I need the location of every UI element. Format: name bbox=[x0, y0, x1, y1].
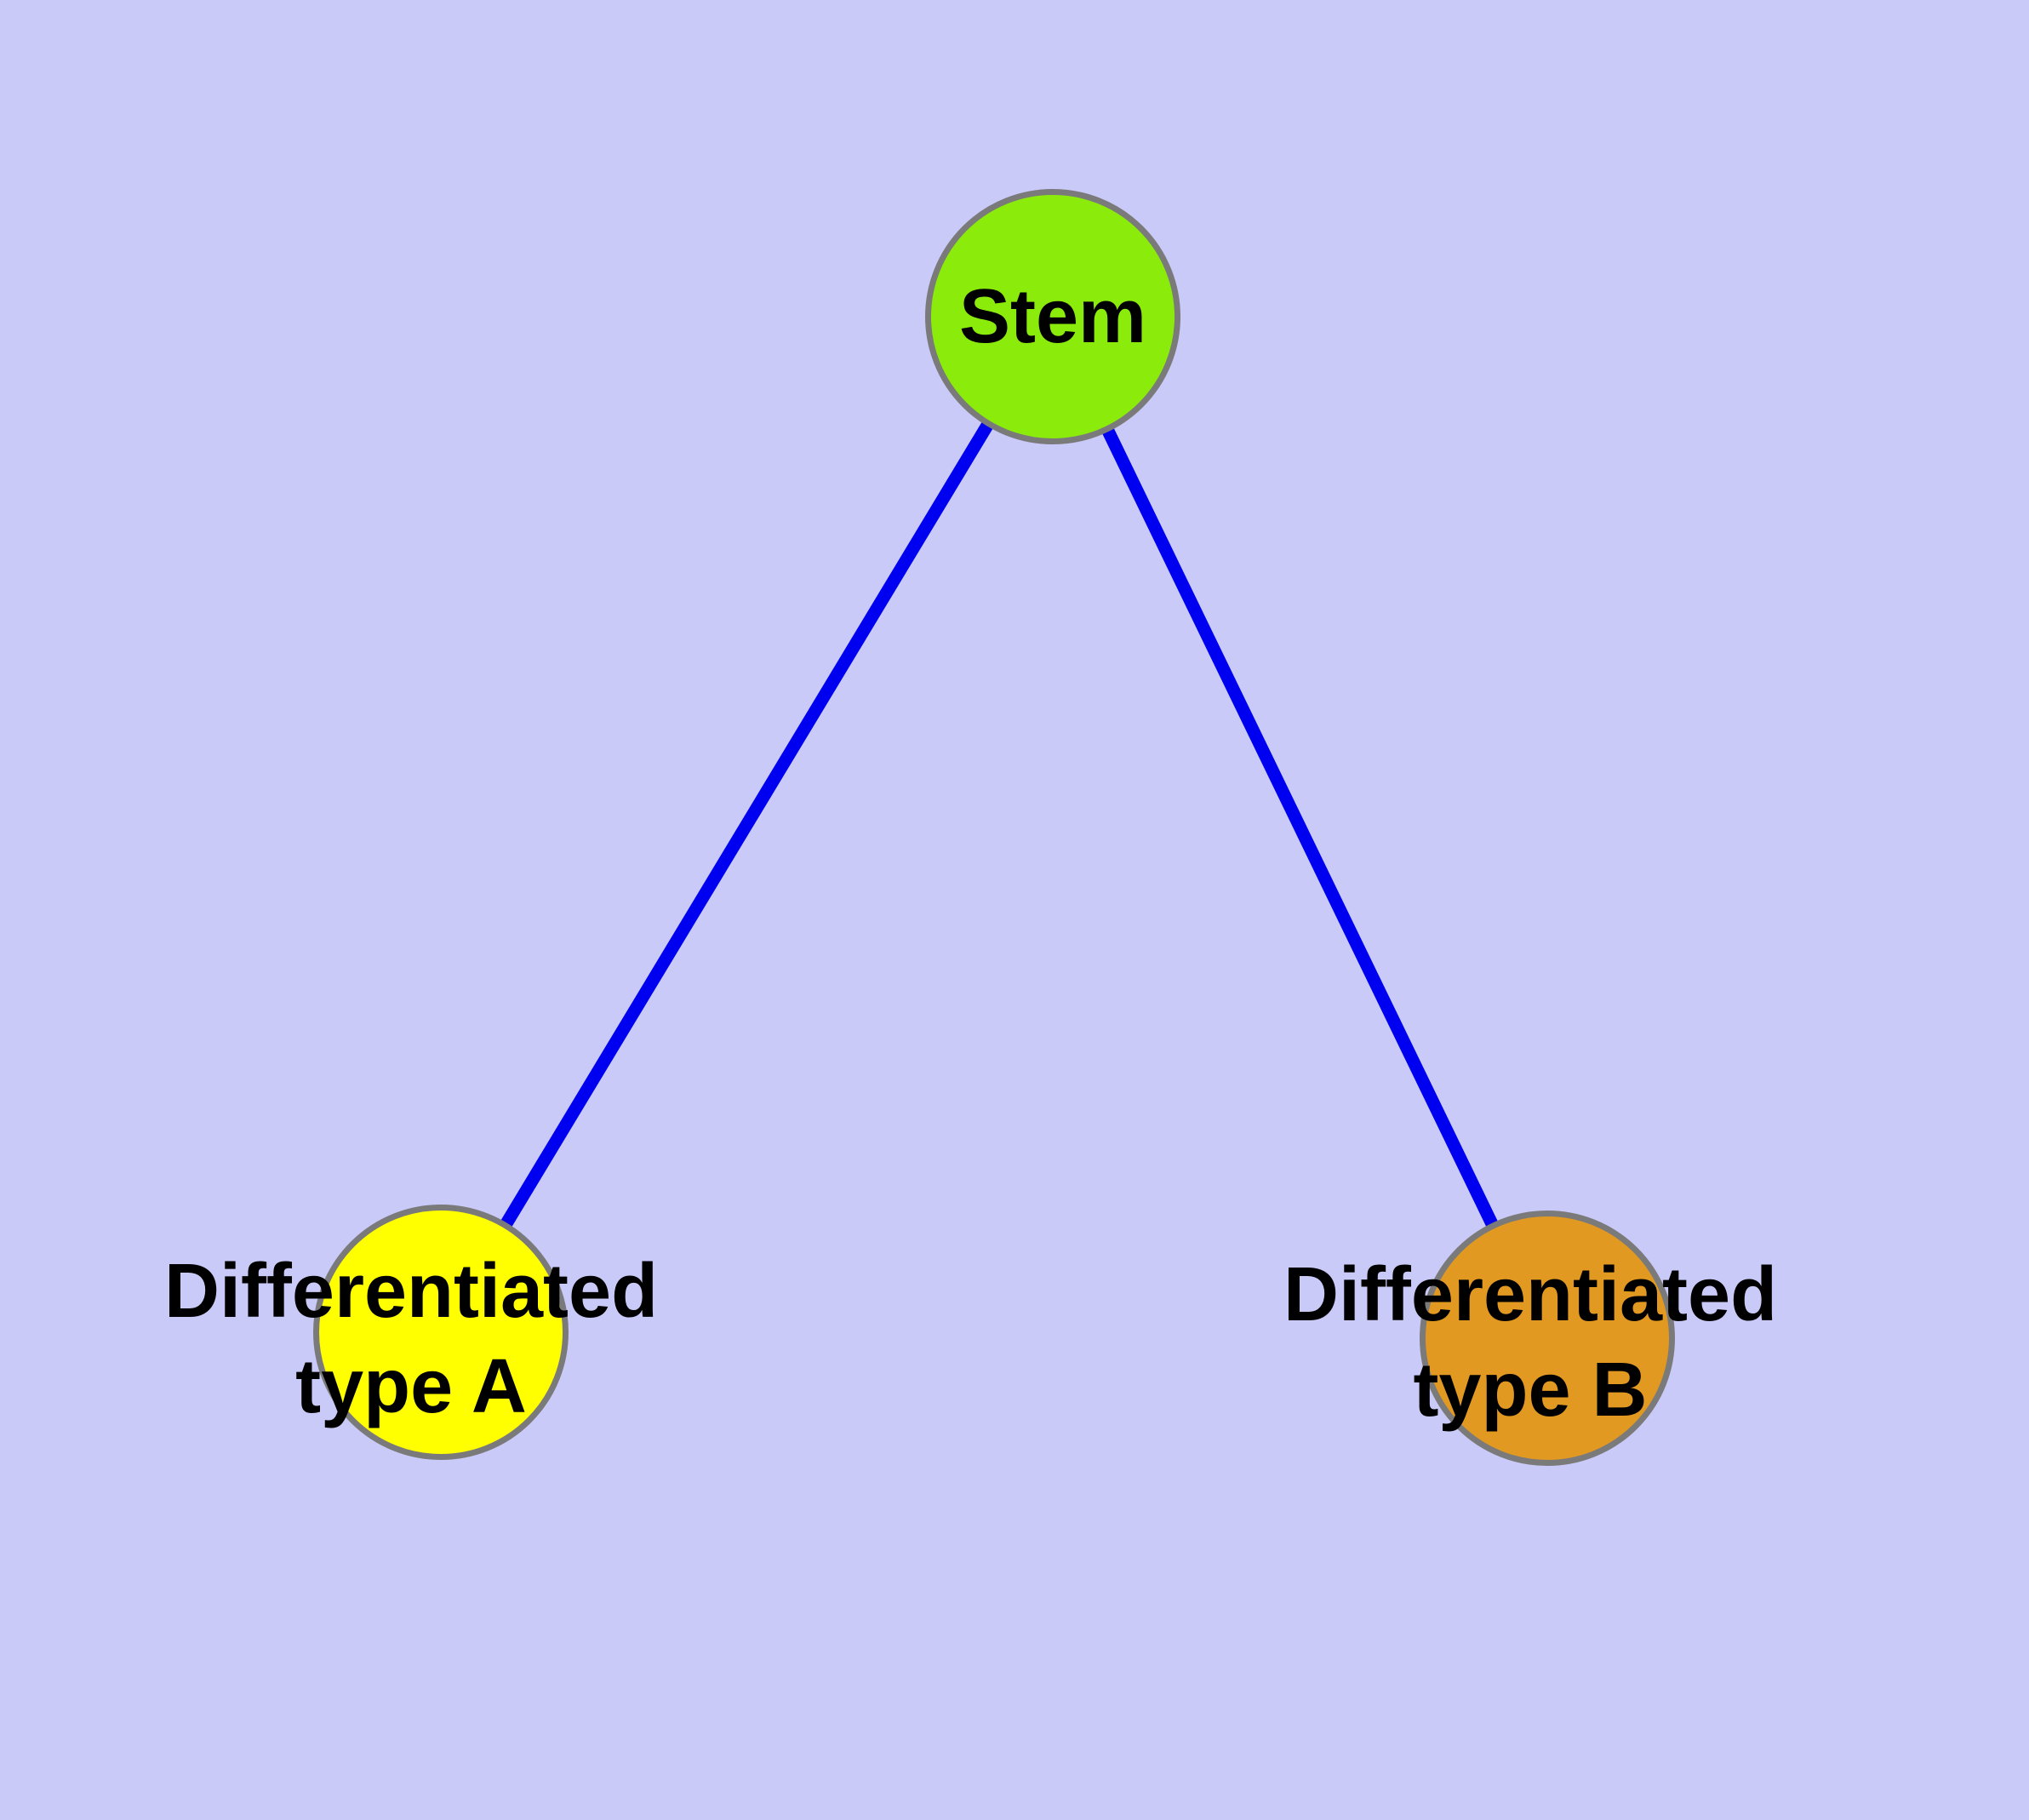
edge-stem-to-type-b bbox=[1047, 313, 1553, 1342]
node-stem-label-text: Stem bbox=[958, 274, 1147, 359]
node-differentiated-type-a-label-line-1: Differentiated bbox=[163, 1249, 659, 1334]
node-differentiated-type-b-label: Differentiated type B bbox=[1283, 1247, 1777, 1438]
node-differentiated-type-b-label-line-2: type B bbox=[1413, 1348, 1648, 1433]
node-differentiated-type-b: Differentiated type B bbox=[1283, 1210, 1777, 1466]
node-differentiated-type-b-label-line-1: Differentiated bbox=[1283, 1252, 1778, 1337]
edge-stem-to-type-a bbox=[435, 313, 1059, 1336]
node-differentiated-type-a-label: Differentiated type A bbox=[164, 1244, 658, 1434]
node-differentiated-type-a-label-line-2: type A bbox=[295, 1344, 527, 1429]
node-stem: Stem bbox=[925, 189, 1180, 444]
node-stem-label: Stem bbox=[959, 269, 1146, 364]
node-differentiated-type-a: Differentiated type A bbox=[164, 1205, 658, 1460]
